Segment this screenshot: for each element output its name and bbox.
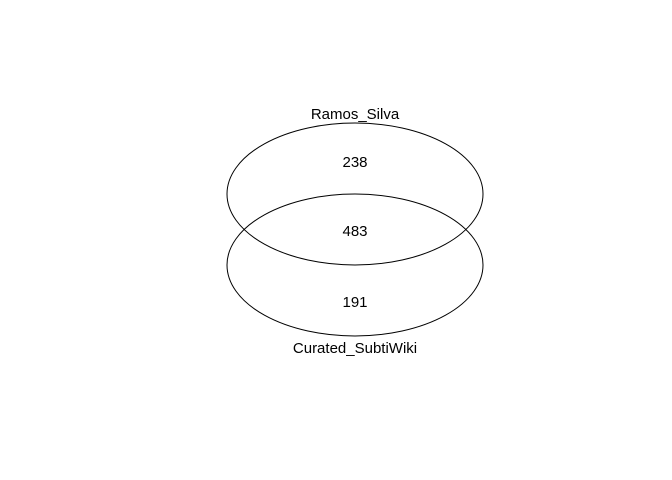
region-count-curated-subtiwiki-only: 191 xyxy=(342,294,367,311)
set-ellipse-ramos-silva xyxy=(226,122,484,266)
set-ellipse-curated-subtiwiki xyxy=(226,193,484,337)
set-label-curated-subtiwiki: Curated_SubtiWiki xyxy=(293,340,417,357)
set-label-ramos-silva: Ramos_Silva xyxy=(311,106,400,123)
region-count-intersection: 483 xyxy=(342,223,367,240)
region-count-ramos-silva-only: 238 xyxy=(342,154,367,171)
